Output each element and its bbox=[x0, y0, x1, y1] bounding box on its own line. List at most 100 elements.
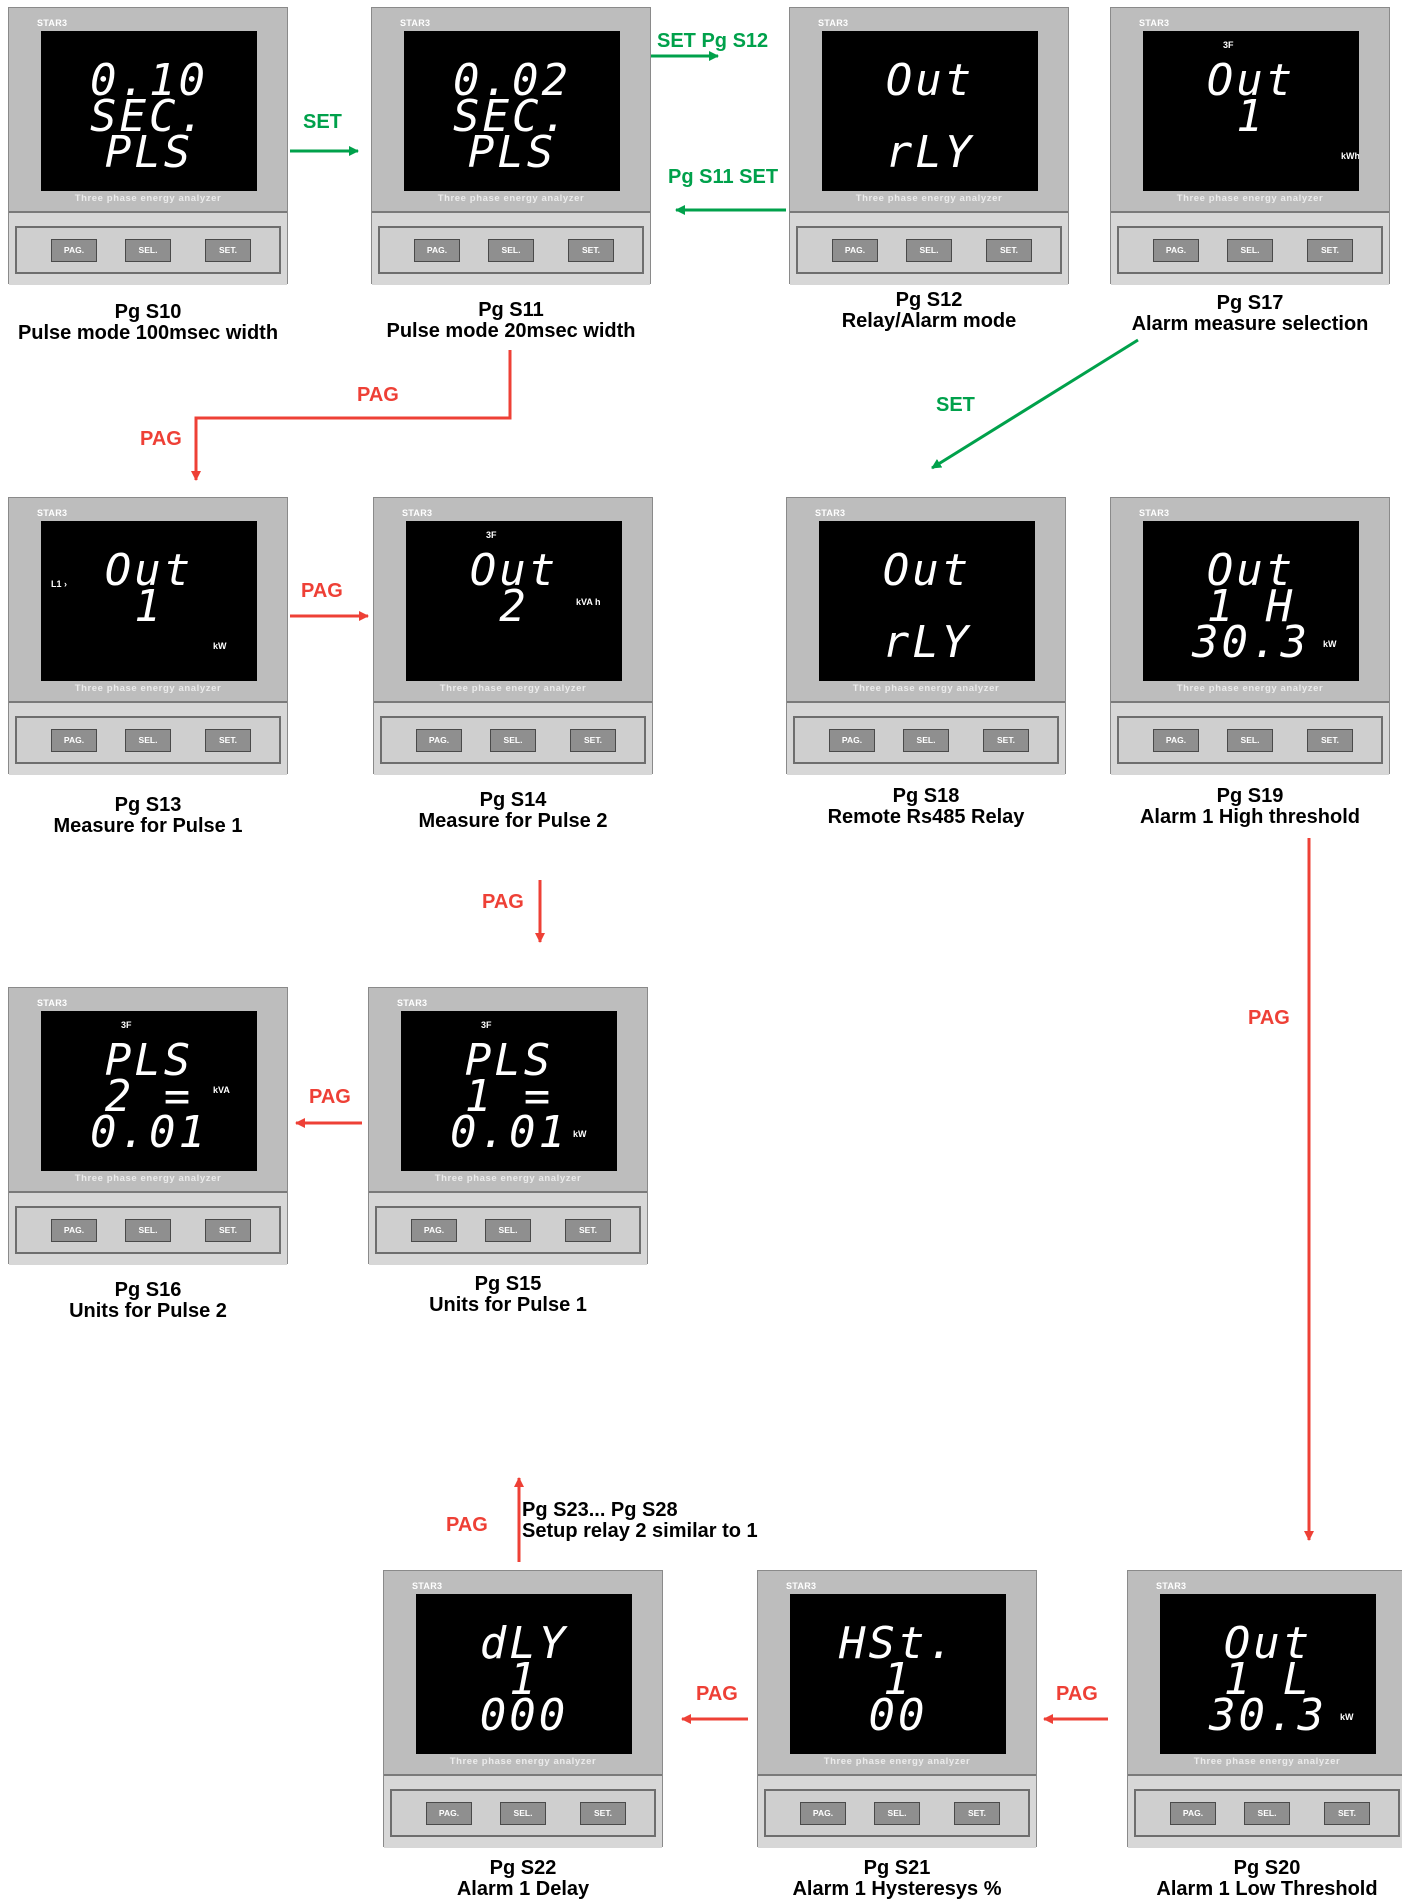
sel-button[interactable]: SEL. bbox=[125, 1219, 171, 1242]
pag-button[interactable]: PAG. bbox=[414, 239, 460, 262]
button-row: PAG. SEL. SET. bbox=[378, 226, 644, 274]
set-button[interactable]: SET. bbox=[983, 729, 1029, 752]
caption-page-id: Pg S16 bbox=[114, 1279, 182, 1301]
sel-button[interactable]: SEL. bbox=[1244, 1802, 1290, 1825]
caption-page-id: Pg S11 bbox=[478, 299, 544, 321]
lcd-unit: kVA bbox=[213, 1085, 230, 1095]
lcd-line-2: 1 H bbox=[1206, 581, 1296, 632]
pag-button[interactable]: PAG. bbox=[1153, 729, 1199, 752]
pag-button[interactable]: PAG. bbox=[416, 729, 462, 752]
lcd-line-3: 30.3 bbox=[1209, 1690, 1327, 1741]
lcd-line-2: 1 bbox=[134, 581, 164, 632]
model-label: Three phase energy analyzer bbox=[855, 193, 1003, 204]
label-pag-4: PAG bbox=[482, 891, 524, 913]
caption-page-id: Pg S12 bbox=[895, 289, 963, 311]
caption-page-id: Pg S18 bbox=[892, 785, 960, 807]
sel-button[interactable]: SEL. bbox=[903, 729, 949, 752]
set-button[interactable]: SET. bbox=[205, 239, 251, 262]
set-button[interactable]: SET. bbox=[565, 1219, 611, 1242]
brand-label: STAR3 bbox=[397, 998, 428, 1008]
sel-button[interactable]: SEL. bbox=[125, 239, 171, 262]
set-button[interactable]: SET. bbox=[580, 1802, 626, 1825]
pag-button[interactable]: PAG. bbox=[829, 729, 875, 752]
pag-button[interactable]: PAG. bbox=[51, 239, 97, 262]
set-button[interactable]: SET. bbox=[1307, 239, 1353, 262]
lcd-line-2: SEC. bbox=[453, 91, 571, 142]
lcd-line-1: dLY bbox=[479, 1618, 569, 1669]
brand-label: STAR3 bbox=[37, 508, 68, 518]
lcd-line-2: 1 = bbox=[464, 1071, 554, 1122]
button-row: PAG. SEL. SET. bbox=[15, 1206, 281, 1254]
caption-description: Measure for Pulse 1 bbox=[53, 815, 243, 837]
lcd-line-1: PLS bbox=[464, 1035, 554, 1086]
sel-button[interactable]: SEL. bbox=[1227, 729, 1273, 752]
pag-button[interactable]: PAG. bbox=[832, 239, 878, 262]
label-pag-3: PAG bbox=[301, 580, 343, 602]
button-row: PAG. SEL. SET. bbox=[380, 716, 646, 764]
set-button[interactable]: SET. bbox=[954, 1802, 1000, 1825]
sel-button[interactable]: SEL. bbox=[906, 239, 952, 262]
brand-label: STAR3 bbox=[37, 998, 68, 1008]
lcd-unit: kW bbox=[573, 1129, 587, 1139]
lcd-line-3: 000 bbox=[479, 1690, 569, 1741]
lcd-line-3: 0.01 bbox=[450, 1107, 568, 1158]
pag-button[interactable]: PAG. bbox=[411, 1219, 457, 1242]
label-pag-7: PAG bbox=[446, 1514, 488, 1536]
caption-page-id: Pg S10 bbox=[114, 301, 182, 323]
caption-page-id: Pg S21 bbox=[863, 1857, 931, 1879]
brand-label: STAR3 bbox=[402, 508, 433, 518]
set-button[interactable]: SET. bbox=[1307, 729, 1353, 752]
set-button[interactable]: SET. bbox=[205, 1219, 251, 1242]
set-button[interactable]: SET. bbox=[1324, 1802, 1370, 1825]
set-button[interactable]: SET. bbox=[568, 239, 614, 262]
pag-button[interactable]: PAG. bbox=[1153, 239, 1199, 262]
pag-button[interactable]: PAG. bbox=[1170, 1802, 1216, 1825]
model-label: Three phase energy analyzer bbox=[74, 193, 222, 204]
lcd-line-1: 0.10 bbox=[90, 55, 208, 106]
sel-button[interactable]: SEL. bbox=[1227, 239, 1273, 262]
lcd-tag: 3F bbox=[1223, 40, 1234, 50]
label-pag-2: PAG bbox=[140, 428, 182, 450]
pag-button[interactable]: PAG. bbox=[426, 1802, 472, 1825]
lcd-line-1: PLS bbox=[104, 1035, 194, 1086]
caption-description: Alarm measure selection bbox=[1131, 313, 1369, 335]
pag-button[interactable]: PAG. bbox=[51, 1219, 97, 1242]
lcd-tag: L1 › bbox=[51, 579, 68, 589]
set-button[interactable]: SET. bbox=[205, 729, 251, 752]
pag-button[interactable]: PAG. bbox=[51, 729, 97, 752]
sel-button[interactable]: SEL. bbox=[874, 1802, 920, 1825]
sel-button[interactable]: SEL. bbox=[488, 239, 534, 262]
pag-button[interactable]: PAG. bbox=[800, 1802, 846, 1825]
set-button[interactable]: SET. bbox=[570, 729, 616, 752]
lcd-line-2: 1 L bbox=[1223, 1654, 1313, 1705]
sel-button[interactable]: SEL. bbox=[490, 729, 536, 752]
lcd-line-2: SEC. bbox=[90, 91, 208, 142]
brand-label: STAR3 bbox=[1139, 18, 1170, 28]
lcd-line-3: rLY bbox=[885, 127, 975, 178]
sel-button[interactable]: SEL. bbox=[125, 729, 171, 752]
sel-button[interactable]: SEL. bbox=[500, 1802, 546, 1825]
set-button[interactable]: SET. bbox=[986, 239, 1032, 262]
sel-button[interactable]: SEL. bbox=[485, 1219, 531, 1242]
